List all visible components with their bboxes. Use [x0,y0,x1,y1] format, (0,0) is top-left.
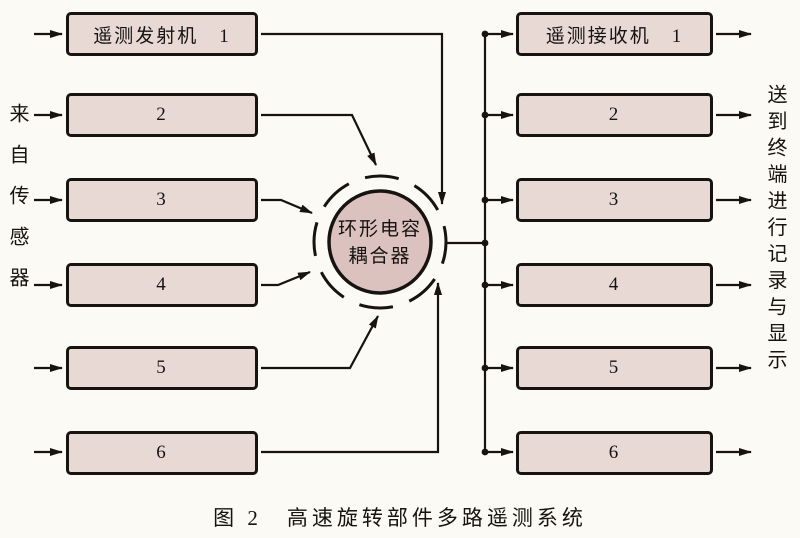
receiver-box-5: 5 [516,346,713,390]
receiver-box-4: 4 [516,263,713,307]
transmitter-label-2: 2 [156,104,168,125]
receiver-label-5: 5 [608,357,621,378]
receiver-box-2: 2 [516,93,713,137]
coupler-label-line1: 环形电容 [337,219,422,240]
transmitter-box-1: 遥测发射机 1 [66,12,258,56]
coupler-circle [327,189,433,295]
receiver-box-1: 遥测接收机 1 [516,12,713,56]
figure-caption: 图 2 高速旋转部件多路遥测系统 [213,506,587,530]
wire-transmitter-3-to-coupler [261,198,313,215]
receiver-label-2: 2 [608,104,621,125]
transmitter-label-3: 3 [156,189,168,210]
coupler-dashed-ring [312,174,448,310]
bus-junction-dot [481,239,489,247]
transmitter-box-3: 3 [66,178,258,222]
transmitter-box-4: 4 [66,263,258,307]
wire-transmitter-1-to-coupler [261,32,446,205]
receiver-box-6: 6 [516,431,713,475]
wire-transmitter-2-to-coupler [261,113,377,166]
transmitter-label-6: 6 [156,442,168,463]
transmitter-label-4: 4 [156,274,168,295]
coupler-label: 环形电容 耦合器 [310,216,450,270]
receiver-box-3: 3 [516,178,713,222]
transmitter-box-2: 2 [66,93,258,137]
receiver-label-4: 4 [608,274,621,295]
transmitter-box-6: 6 [66,431,258,475]
left-source-label: 来自传感器 [6,103,28,308]
transmitter-label-5: 5 [156,357,168,378]
receiver-label-3: 3 [608,189,621,210]
receiver-label-6: 6 [608,442,621,463]
wire-transmitter-4-to-coupler [261,270,311,287]
wire-transmitter-5-to-coupler [261,315,379,370]
transmitter-box-5: 5 [66,346,258,390]
wire-transmitter-6-to-coupler [261,282,442,454]
coupler-label-line2: 耦合器 [348,246,412,267]
transmitter-label-1: 遥测发射机 1 [93,25,231,47]
right-destination-label: 送到终端进行记录与显示 [764,84,786,376]
receiver-label-1: 遥测接收机 1 [545,25,684,47]
